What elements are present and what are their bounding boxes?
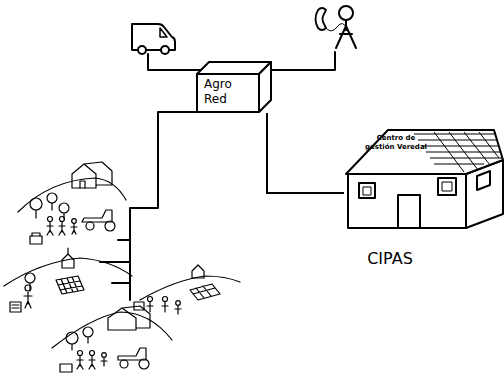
wire (100, 240, 130, 283)
building-name: CIPAS (344, 249, 436, 268)
connector-line (267, 113, 344, 193)
box-label: Agro Red (204, 77, 240, 107)
agro-red-box: Agro Red (197, 62, 272, 113)
wire (130, 112, 197, 300)
truck-icon (132, 24, 175, 54)
building-sign: Centro de gestión Veredal (364, 134, 428, 152)
phone-person-icon (316, 6, 357, 48)
farm-scenes (4, 162, 240, 372)
management-building: Centro de gestión VeredalCIPAS (344, 128, 504, 270)
